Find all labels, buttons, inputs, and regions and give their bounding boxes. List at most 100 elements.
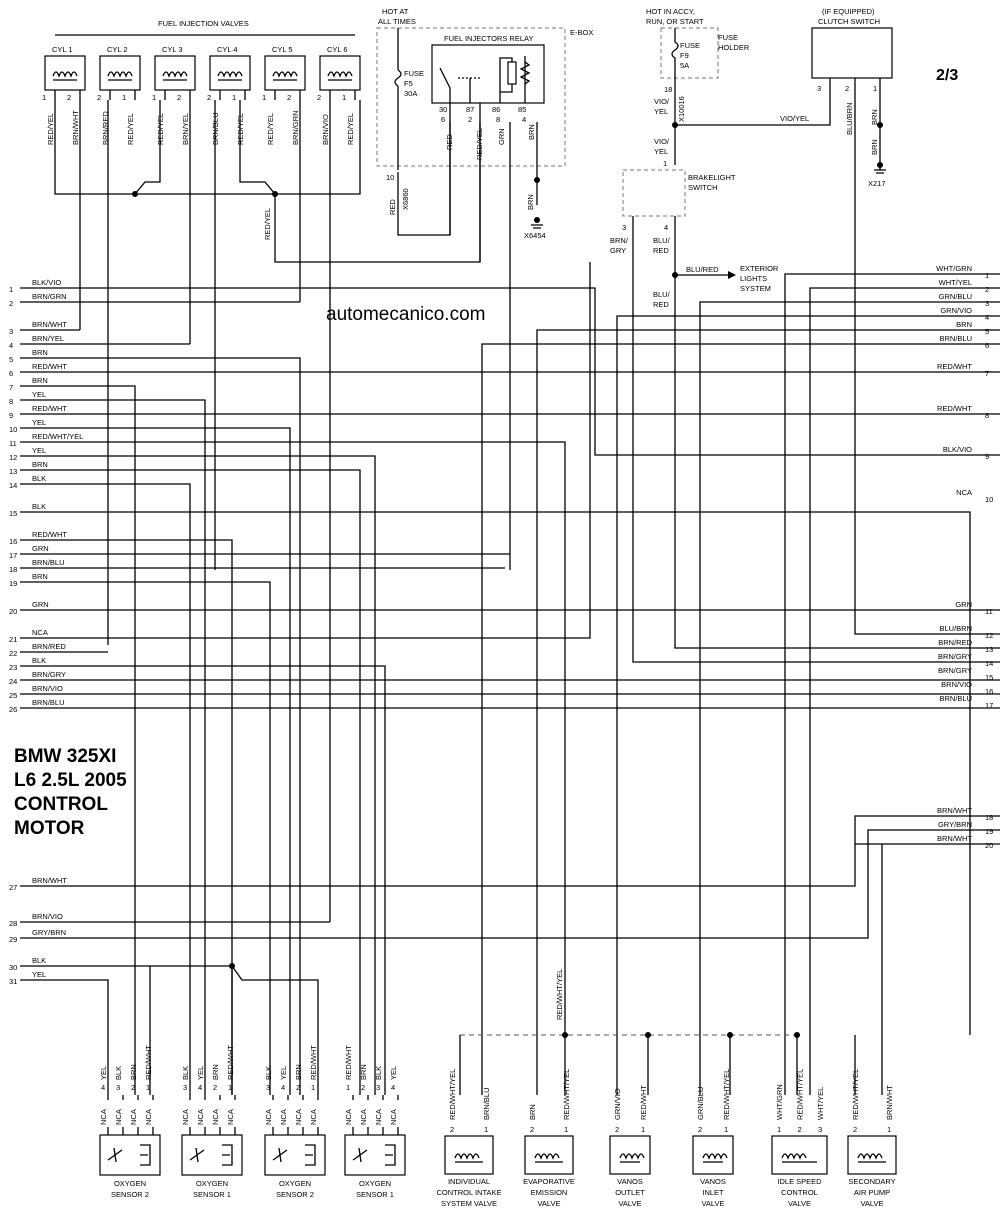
valve-pin: 1 (724, 1125, 728, 1134)
injector-body (99, 55, 141, 91)
injector-wire-label: RED/YEL (126, 113, 135, 145)
left-pin-color: BRN/VIO (32, 684, 63, 693)
vio-yel-1b: YEL (654, 107, 668, 116)
right-pin-number: 14 (985, 659, 993, 668)
left-pin-number: 3 (9, 327, 13, 336)
injector-pin: 1 (42, 93, 46, 102)
diagram-title: BMW 325XI L6 2.5L 2005 CONTROL MOTOR (14, 746, 127, 839)
sensor-nca-label: NCA (309, 1109, 318, 1125)
sensor-pin: 2 (213, 1083, 217, 1092)
right-pin-color: RED/WHT (937, 362, 972, 371)
right-pin-number: 2 (985, 285, 989, 294)
vio-yel-1a: VIO/ (654, 97, 670, 106)
right-pin-color: RED/WHT (937, 404, 972, 413)
valve-name: VANOS (617, 1177, 643, 1186)
sensor-wire-label: BRN (129, 1064, 138, 1080)
pin-10-label: 10 (386, 173, 394, 182)
valve-pin: 2 (853, 1125, 857, 1134)
valve-pin: 2 (450, 1125, 454, 1134)
valve-wire-label: WHT/GRN (775, 1084, 784, 1120)
left-pin-number: 11 (9, 439, 17, 448)
injector-body (319, 55, 361, 91)
left-pin-color: BLK (32, 956, 46, 965)
left-pin-number: 1 (9, 285, 13, 294)
title-line-2: L6 2.5L 2005 (14, 770, 127, 791)
sensor-nca-label: NCA (294, 1109, 303, 1125)
left-pin-number: 5 (9, 355, 13, 364)
hot-all-times-label-1: HOT AT (382, 7, 409, 16)
left-pin-color: BRN/BLU (32, 558, 65, 567)
left-pin-number: 30 (9, 963, 17, 972)
injector-pin: 1 (152, 93, 156, 102)
blu-red-2a: BLU/ (653, 290, 671, 299)
left-pin-color: BRN/RED (32, 642, 66, 651)
sensor-wire-label: YEL (196, 1066, 205, 1080)
valve-name: VALVE (537, 1199, 560, 1208)
left-pin-color: GRY/BRN (32, 928, 66, 937)
red-yel-splice-label: RED/YEL (263, 208, 272, 240)
hot-all-times-label-2: ALL TIMES (378, 17, 416, 26)
sensor-nca-label: NCA (196, 1109, 205, 1125)
right-pin-color: BRN/BLU (939, 694, 972, 703)
valve-name: OUTLET (615, 1188, 645, 1197)
left-pin-number: 2 (9, 299, 13, 308)
sensor-wire-label: RED/WHT (309, 1045, 318, 1080)
valve-name: EMISSION (531, 1188, 568, 1197)
left-pin-number: 25 (9, 691, 17, 700)
injector-coil-icon (327, 71, 353, 81)
page-number: 2/3 (936, 67, 958, 84)
right-connector: 1WHT/GRN2WHT/YEL3GRN/BLU4GRN/VIO5BRN6BRN… (936, 264, 993, 850)
x6454-label: X6454 (524, 231, 546, 240)
relay-wire-grn: GRN (497, 128, 506, 145)
left-pin-number: 23 (9, 663, 17, 672)
valve-coil-icon (619, 1153, 645, 1163)
clutch-switch (811, 27, 893, 79)
sensor-nca-label: NCA (129, 1109, 138, 1125)
left-pin-color: BRN/WHT (32, 320, 67, 329)
exterior-lights-3: SYSTEM (740, 284, 771, 293)
sensor-wire-label: RED/WHT (344, 1045, 353, 1080)
clutch-blu-brn: BLU/BRN (845, 102, 854, 135)
left-pin-color: YEL (32, 970, 46, 979)
fuel-injectors-relay-label: FUEL INJECTORS RELAY (444, 34, 533, 43)
valve-name: IDLE SPEED (777, 1177, 822, 1186)
left-pin-color: BLK/VIO (32, 278, 61, 287)
left-pin-25: 25 BRN/VIO (9, 684, 63, 700)
injector-wire-label: BRN/WHT (71, 110, 80, 145)
valve-name: INLET (702, 1188, 724, 1197)
right-pin-color: GRN/VIO (940, 306, 972, 315)
left-connector: 1BLK/VIO2BRN/GRN3BRN/WHT4BRN/YEL5BRN6RED… (9, 278, 83, 986)
sensor-wire-label: BLK (114, 1066, 123, 1080)
fuse-f9-rating: 5A (680, 61, 689, 70)
valve-pin: 1 (777, 1125, 781, 1134)
left-pin-number: 28 (9, 919, 17, 928)
watermark: automecanico.com (326, 304, 485, 325)
injector-pin: 2 (97, 93, 101, 102)
right-pin-color: BRN/WHT (937, 834, 972, 843)
sensor-nca-label: NCA (359, 1109, 368, 1125)
sensor-pin: 1 (311, 1083, 315, 1092)
relay-wire-brn: BRN (527, 124, 536, 140)
right-pin-number: 9 (985, 452, 989, 461)
sensor-pin: 4 (198, 1083, 202, 1092)
sensor-body (181, 1134, 243, 1176)
injector-wire-label: BRN/VIO (321, 114, 330, 145)
